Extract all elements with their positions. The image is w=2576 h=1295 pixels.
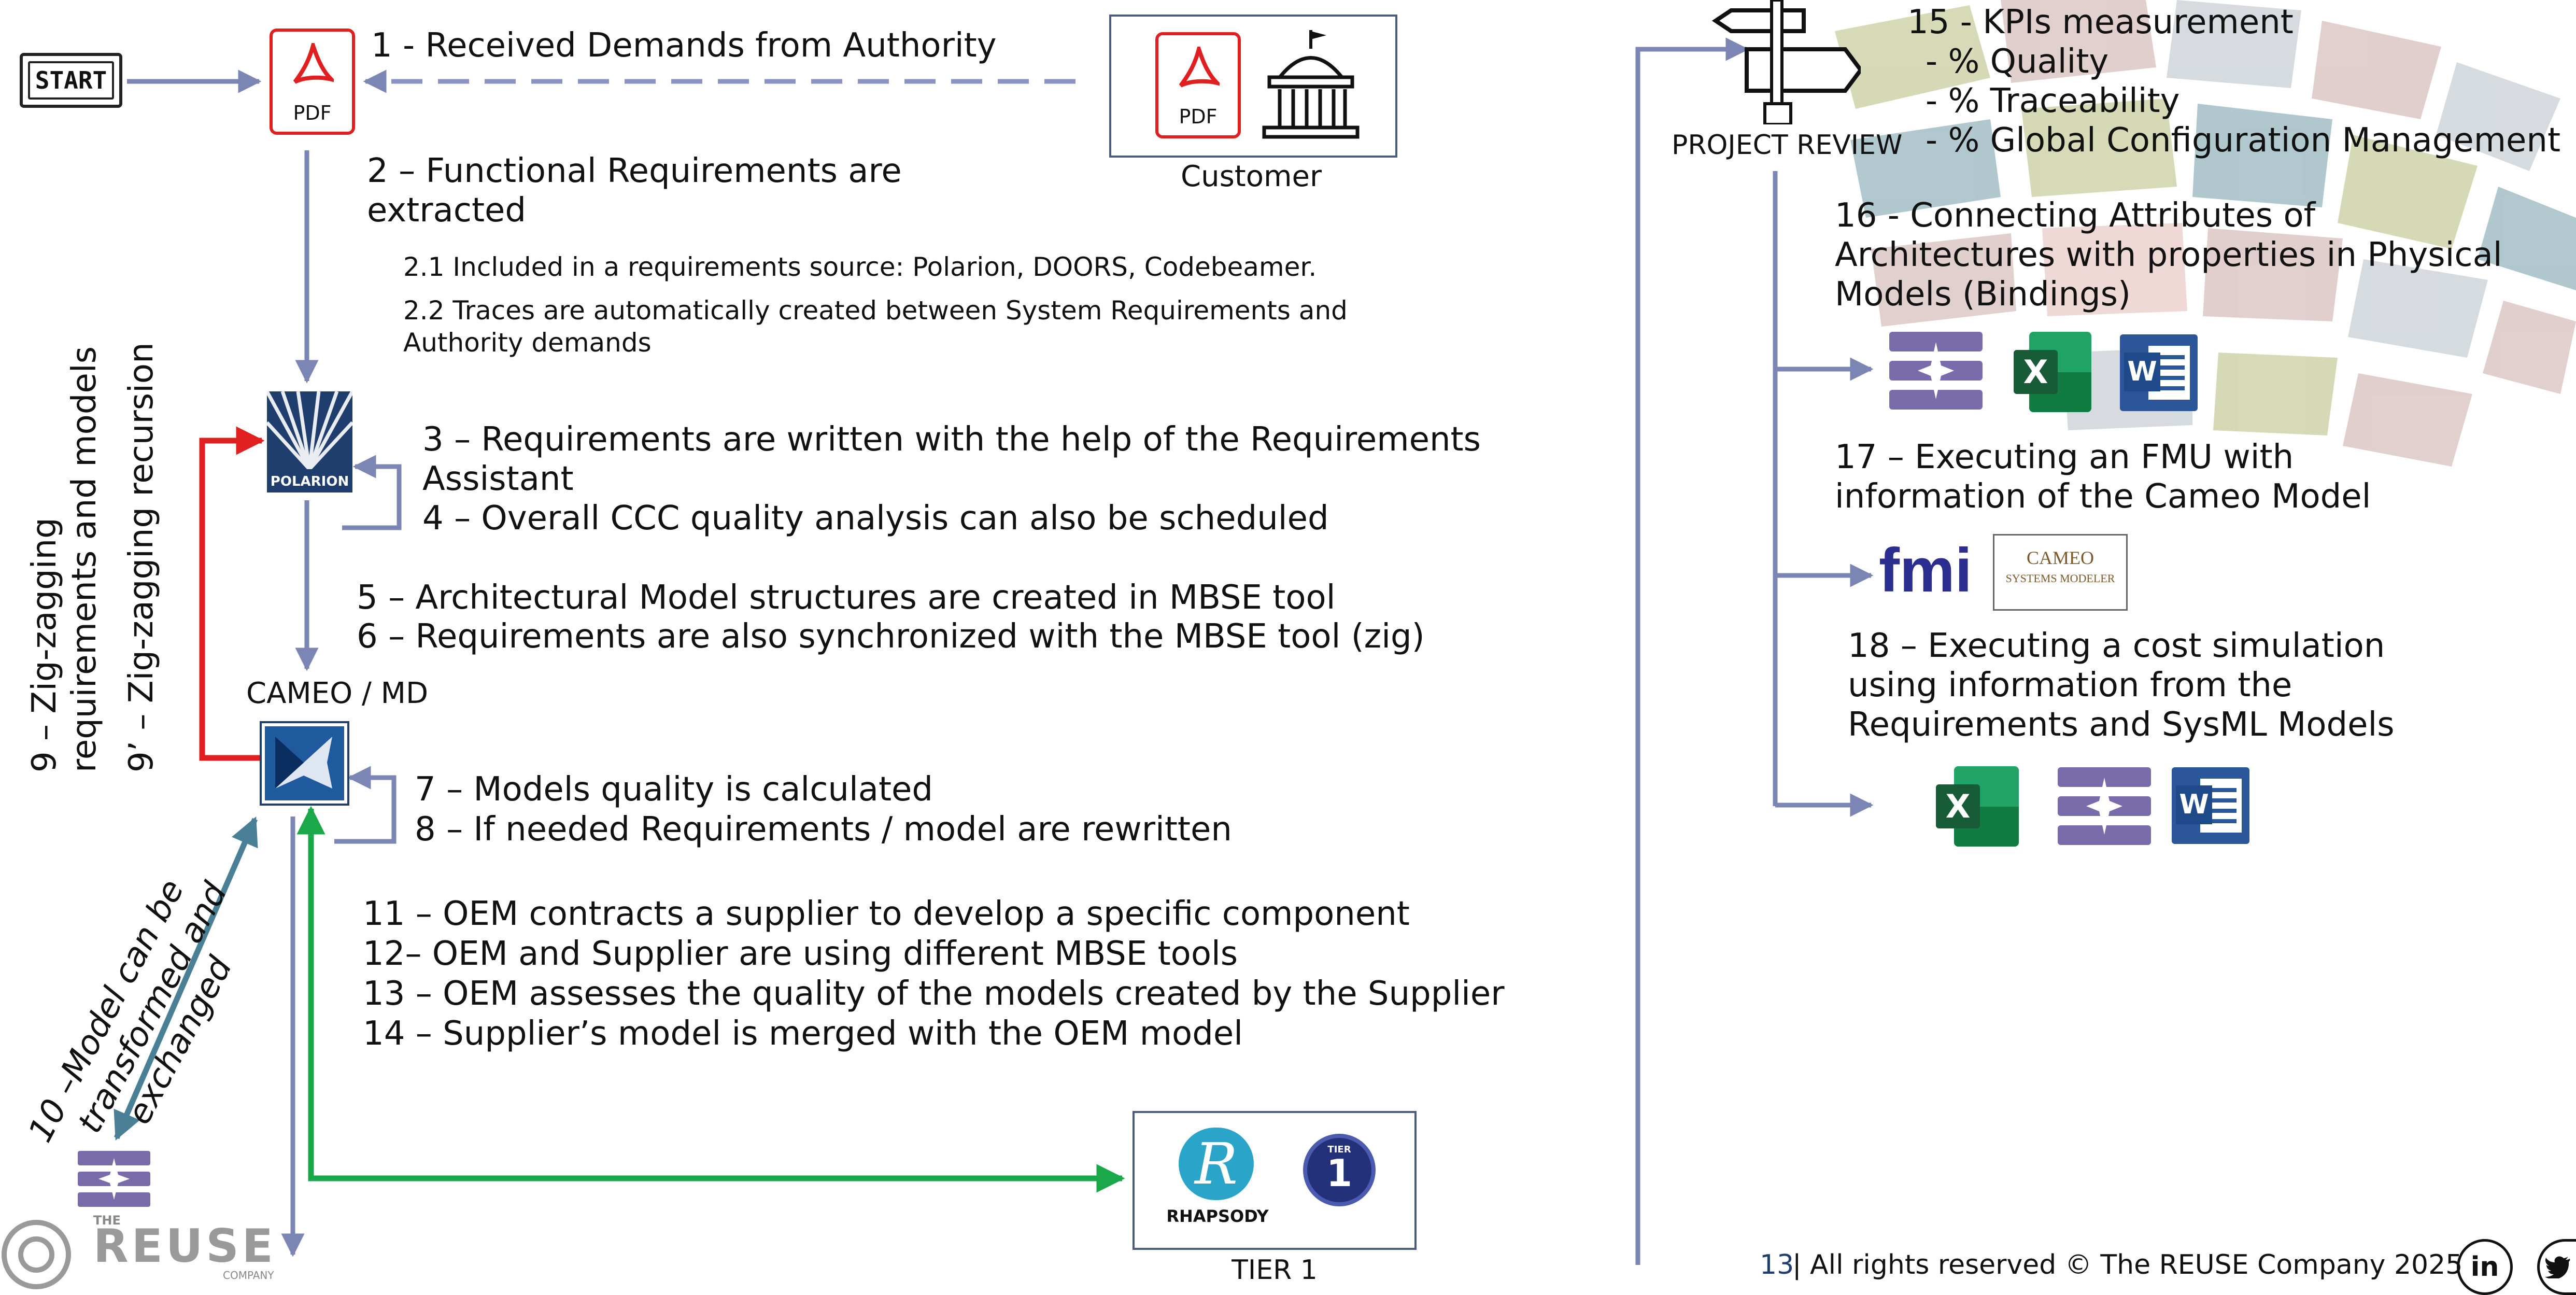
step-15-config: - % Global Configuration Management: [1926, 121, 2561, 160]
step-2-line2: extracted: [367, 191, 527, 230]
linkedin-icon: in: [2470, 1251, 2499, 1283]
step-15-quality: - % Quality: [1926, 43, 2109, 81]
step-7: 7 – Models quality is calculated: [415, 770, 933, 809]
tier1-badge-top: TIER: [1327, 1144, 1351, 1155]
cameo-logo: [260, 721, 349, 806]
arrow-cameo-tier1-green: [296, 806, 1125, 1193]
government-building-icon: [1262, 30, 1360, 139]
step-1: 1 - Received Demands from Authority: [371, 26, 997, 65]
arrow-model-exchange: [114, 816, 258, 1141]
cameo-sm-top: CAMEO: [2026, 547, 2094, 568]
tier1-box: R RHAPSODY TIER 1: [1133, 1111, 1417, 1250]
step-9-line2: requirements and models: [65, 346, 104, 772]
step-9-prime: 9’ – Zig-zagging recursion: [122, 342, 161, 772]
loop-polarion: [342, 455, 402, 530]
tier1-badge-num: 1: [1326, 1151, 1353, 1195]
step-11: 11 – OEM contracts a supplier to develop…: [363, 895, 1410, 933]
step-15: 15 - KPIs measurement: [1907, 3, 2294, 41]
start-label: START: [28, 61, 114, 100]
step-18-line1: 18 – Executing a cost simulation: [1848, 627, 2385, 665]
signpost-icon: [1711, 0, 1861, 124]
step-2-1: 2.1 Included in a requirements source: P…: [403, 252, 1317, 282]
cameo-label: CAMEO / MD: [246, 677, 429, 710]
reuse-name: REUSE: [93, 1219, 276, 1273]
step-18-line2: using information from the: [1848, 666, 2292, 705]
footer-page-number: 13: [1760, 1249, 1794, 1280]
reuse-company-logo: THE REUSE COMPANY: [0, 1208, 311, 1289]
linkedin-button[interactable]: in: [2457, 1239, 2513, 1295]
customer-caption: Customer: [1180, 160, 1322, 193]
customer-box: PDF: [1109, 15, 1397, 158]
step-15-traceability: - % Traceability: [1926, 82, 2180, 120]
arrow-zigzag-red: [199, 426, 265, 761]
cameo-sm-bottom: SYSTEMS MODELER: [2005, 572, 2115, 585]
start-node: START: [20, 53, 122, 108]
customer-pdf-label: PDF: [1179, 105, 1218, 128]
step-17-line1: 17 – Executing an FMU with: [1835, 438, 2294, 476]
requirements-model-icon-2: [2058, 767, 2151, 845]
reuse-company: COMPANY: [223, 1269, 274, 1282]
requirements-model-icon: [1889, 332, 1983, 410]
step-8: 8 – If needed Requirements / model are r…: [415, 810, 1232, 849]
customer-pdf-icon: PDF: [1155, 32, 1241, 138]
word-icon-2: W: [2172, 767, 2249, 844]
pdf-icon: PDF: [270, 29, 355, 135]
project-review-label: PROJECT REVIEW: [1672, 130, 1903, 161]
background-globe-graphic: [1835, 0, 2576, 467]
step-3-line1: 3 – Requirements are written with the he…: [422, 420, 1481, 459]
excel-icon: X: [2014, 332, 2091, 412]
step-13: 13 – OEM assesses the quality of the mod…: [363, 975, 1505, 1013]
step-2-line1: 2 – Functional Requirements are: [367, 152, 902, 190]
cameo-systems-modeler-logo: CAMEO SYSTEMS MODELER: [1993, 534, 2128, 611]
fmi-logo: fmi: [1879, 536, 1972, 605]
model-exchange-icon: [78, 1151, 150, 1208]
step-2-2-line1: 2.2 Traces are automatically created bet…: [403, 295, 1348, 326]
step-16-line3: Models (Bindings): [1835, 275, 2131, 314]
word-icon: W: [2120, 334, 2198, 411]
excel-icon-2: X: [1936, 766, 2019, 847]
step-6: 6 – Requirements are also synchronized w…: [357, 617, 1425, 656]
step-3-line2: Assistant: [422, 460, 574, 498]
excel-letter-2: X: [1936, 784, 1980, 828]
step-14: 14 – Supplier’s model is merged with the…: [363, 1015, 1243, 1053]
step-5: 5 – Architectural Model structures are c…: [357, 579, 1336, 617]
step-17-line2: information of the Cameo Model: [1835, 477, 2371, 516]
step-2-2-line2: Authority demands: [403, 328, 652, 358]
rhapsody-label: RHAPSODY: [1166, 1206, 1269, 1226]
reuse-the: THE: [93, 1213, 121, 1228]
step-16-line2: Architectures with properties in Physica…: [1835, 236, 2502, 274]
step-10-label: 10 –Model can be transformed and exchang…: [0, 798, 240, 1149]
tier1-caption: TIER 1: [1232, 1255, 1318, 1286]
word-letter-2: W: [2176, 785, 2212, 824]
step-16-line1: 16 - Connecting Attributes of: [1835, 196, 2316, 235]
step-9-line1: 9 – Zig-zagging: [25, 517, 64, 772]
polarion-label: POLARION: [267, 474, 352, 489]
twitter-icon: [2545, 1256, 2570, 1278]
step-4: 4 – Overall CCC quality analysis can als…: [422, 499, 1329, 538]
pdf-label: PDF: [293, 102, 332, 124]
polarion-logo: POLARION: [267, 391, 352, 492]
arrow-into-project-review: [1635, 37, 1749, 1265]
footer-copyright: | All rights reserved © The REUSE Compan…: [1792, 1249, 2463, 1280]
step-18-line3: Requirements and SysML Models: [1848, 706, 2395, 744]
excel-letter: X: [2014, 350, 2058, 394]
tier1-badge: TIER 1: [1303, 1134, 1376, 1206]
step-12: 12– OEM and Supplier are using different…: [363, 935, 1238, 973]
rhapsody-logo: R: [1179, 1128, 1254, 1200]
word-letter: W: [2124, 353, 2160, 391]
